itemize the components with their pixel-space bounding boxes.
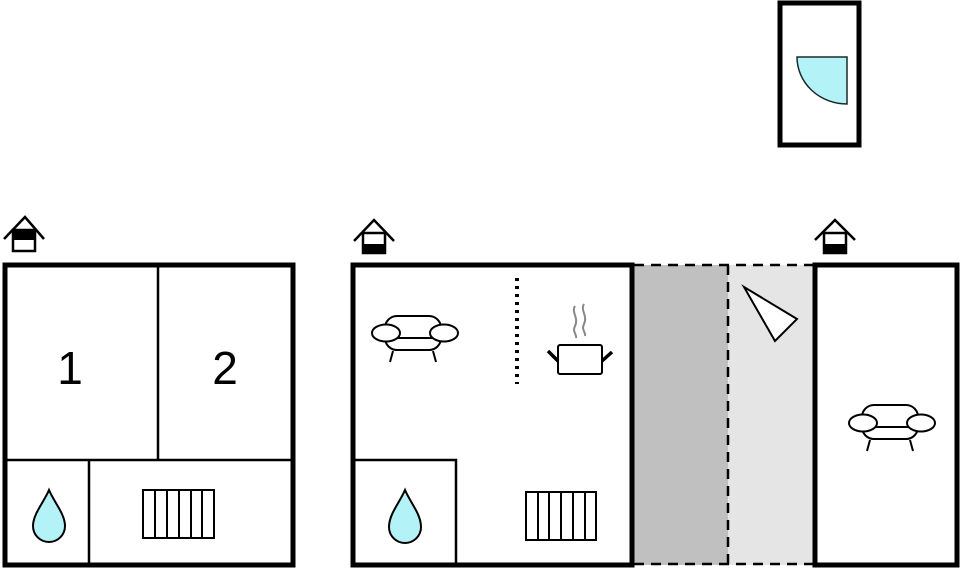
covered-terrace — [634, 265, 728, 565]
cooking-pot-icon — [546, 303, 614, 375]
house-level-ground-icon — [353, 218, 395, 255]
room-label-bedroom-2: 2 — [212, 342, 238, 394]
floor-1: 1 2 — [2, 215, 296, 568]
radiator-icon — [525, 491, 597, 541]
sofa-icon — [371, 315, 459, 363]
sofa-icon — [848, 404, 936, 452]
shower-tray-icon — [796, 56, 848, 105]
terrace — [634, 263, 814, 566]
house-level-upper-icon — [3, 215, 45, 253]
house-level-ground-icon — [814, 218, 856, 255]
water-drop-icon — [31, 487, 67, 543]
room-label-bedroom-1: 1 — [57, 342, 83, 394]
floor-2 — [350, 218, 635, 568]
annex — [812, 218, 960, 568]
outdoor-shower — [777, 0, 862, 148]
water-drop-icon — [387, 487, 423, 544]
radiator-icon — [142, 489, 215, 539]
viewpoint-icon — [741, 284, 799, 343]
